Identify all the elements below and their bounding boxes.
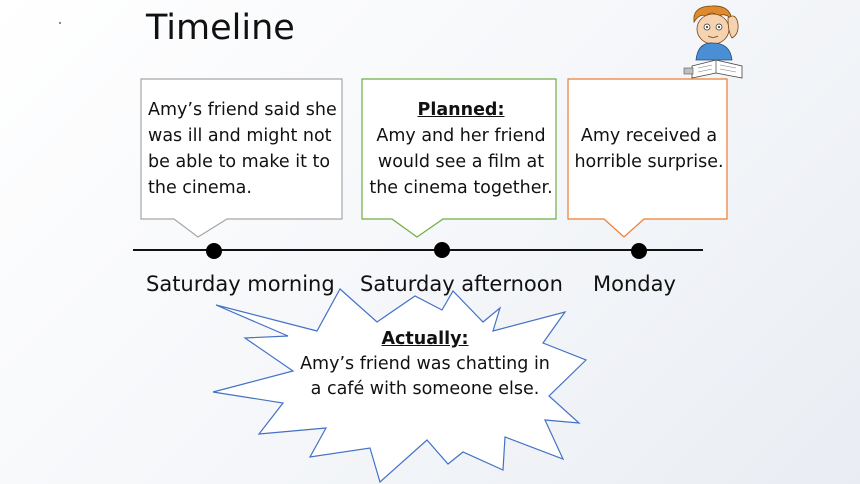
boy-thinking-with-book-icon — [683, 5, 743, 79]
slide-title: Timeline — [146, 8, 295, 48]
actually-body: Amy’s friend was chatting in a café with… — [300, 354, 550, 399]
callout-body: Amy received a horrible surprise. — [574, 126, 724, 172]
callout-text-monday: Amy received a horrible surprise. — [572, 123, 726, 175]
timeline-label-saturday-afternoon: Saturday afternoon — [360, 272, 563, 296]
timeline-point-saturday-afternoon — [434, 242, 450, 258]
timeline-label-saturday-morning: Saturday morning — [146, 272, 335, 296]
decorative-dot — [59, 22, 61, 24]
timeline-label-monday: Monday — [593, 272, 676, 296]
callout-body: Amy and her friend would see a film at t… — [369, 126, 553, 198]
timeline-point-saturday-morning — [206, 243, 222, 259]
callout-box-monday — [567, 78, 728, 238]
callout-text-saturday-morning: Amy’s friend said she was ill and might … — [148, 97, 340, 201]
actually-heading: Actually: — [381, 329, 469, 349]
callout-heading-planned: Planned: — [417, 100, 505, 120]
callout-box-saturday-afternoon — [361, 78, 557, 238]
actually-text: Actually: Amy’s friend was chatting in a… — [300, 327, 550, 402]
timeline-point-monday — [631, 243, 647, 259]
actually-burst-shape — [212, 288, 588, 484]
callout-body: Amy’s friend said she was ill and might … — [148, 100, 337, 198]
callout-text-saturday-afternoon: Planned: Amy and her friend would see a … — [365, 97, 557, 201]
callout-box-saturday-morning — [140, 78, 343, 238]
